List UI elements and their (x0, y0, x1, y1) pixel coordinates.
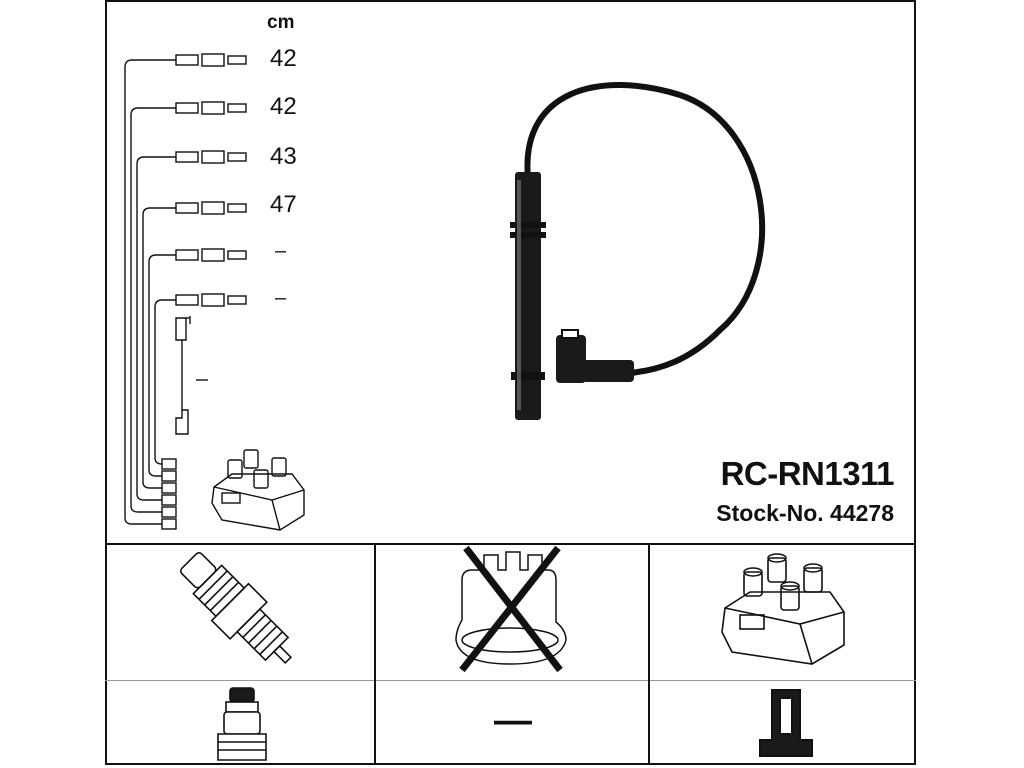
cable-length-3: 43 (270, 143, 297, 170)
boot-connector-icon (217, 687, 267, 761)
unit-label: cm (267, 12, 295, 33)
ignition-coil-icon (721, 553, 845, 665)
lead-connectors (175, 53, 247, 307)
cable-length-2: 42 (270, 93, 297, 120)
cable-set-diagram (124, 53, 305, 531)
distributor-cap-crossed-icon (455, 545, 567, 673)
cable-length-6: – (275, 287, 287, 309)
product-stock-number: Stock-No. 44278 (716, 500, 894, 526)
divider-col-2 (648, 543, 650, 765)
product-model: RC-RN1311 (720, 455, 895, 492)
small-coil-icon (211, 449, 305, 531)
cable-length-1: 42 (270, 45, 297, 72)
divider-mid (105, 680, 916, 681)
ignition-cable-illustration (510, 82, 766, 420)
cable-length-4: 47 (270, 191, 297, 218)
product-sheet-frame (105, 0, 916, 765)
divider-top (105, 543, 916, 545)
no-part-label: — (494, 700, 532, 742)
spark-plug-icon (180, 552, 293, 665)
bundle-terminals (161, 458, 177, 530)
terminal-connector-icon (759, 689, 813, 757)
divider-col-1 (374, 543, 376, 765)
cable-length-5: – (275, 240, 287, 262)
